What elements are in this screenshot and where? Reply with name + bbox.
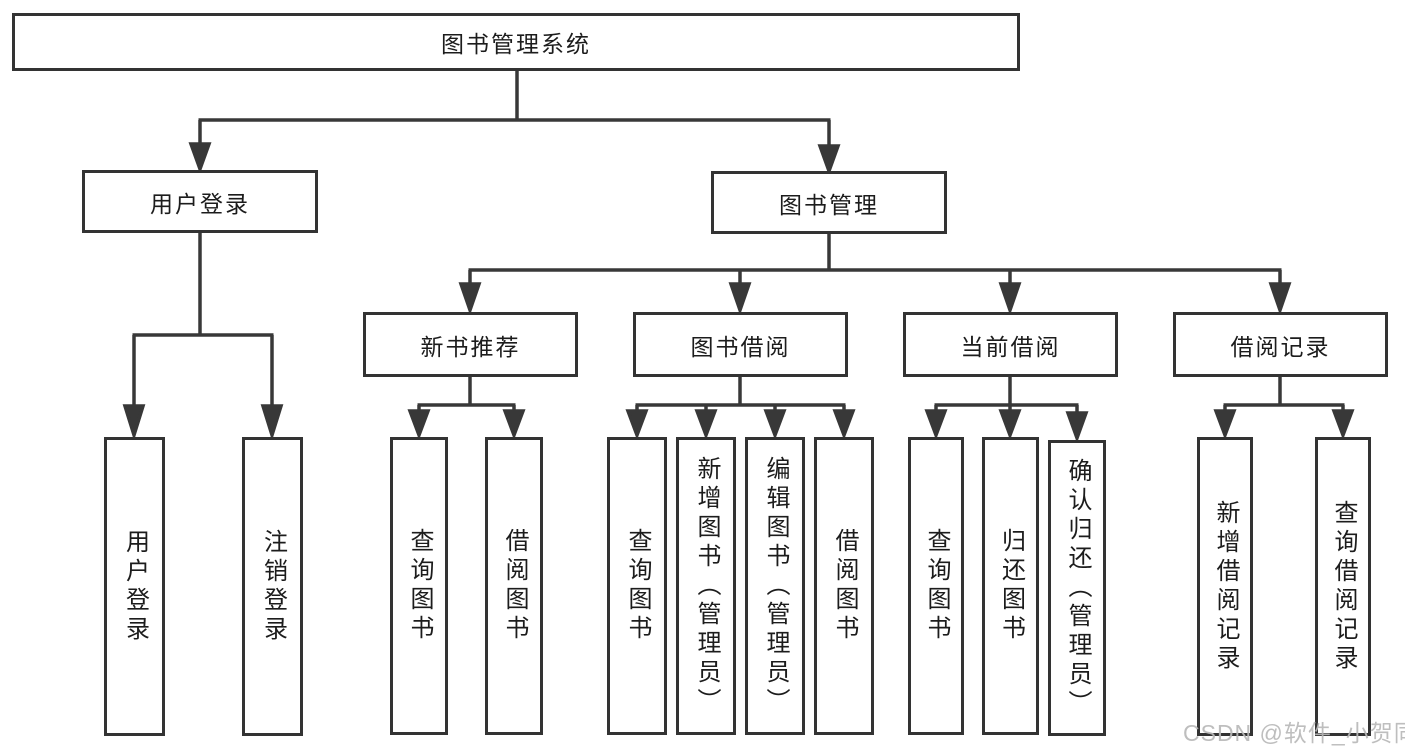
- leaf-query-book-current: 查询图书: [908, 437, 964, 735]
- node-book-management-module: 图书管理: [711, 171, 947, 234]
- leaf-logout: 注销登录: [242, 437, 303, 736]
- leaf-confirm-return-admin: 确认归还（管理员）: [1048, 440, 1106, 736]
- leaf-edit-book-admin: 编辑图书（管理员）: [745, 437, 805, 735]
- leaf-add-borrow-record: 新增借阅记录: [1197, 437, 1253, 736]
- node-book-borrow: 图书借阅: [633, 312, 848, 377]
- leaf-user-login: 用户登录: [104, 437, 165, 736]
- leaf-query-book-borrow: 查询图书: [607, 437, 667, 735]
- node-borrow-records: 借阅记录: [1173, 312, 1388, 377]
- csdn-watermark: CSDN @软件_小贺同学: [1183, 720, 1405, 746]
- leaf-query-book-recommend: 查询图书: [390, 437, 448, 735]
- node-new-book-recommend: 新书推荐: [363, 312, 578, 377]
- node-user-login-module: 用户登录: [82, 170, 318, 233]
- root-node: 图书管理系统: [12, 13, 1020, 71]
- leaf-borrow-book-recommend: 借阅图书: [485, 437, 543, 735]
- leaf-borrow-book: 借阅图书: [814, 437, 874, 735]
- leaf-query-borrow-record: 查询借阅记录: [1315, 437, 1371, 736]
- leaf-add-book-admin: 新增图书（管理员）: [676, 437, 736, 735]
- leaf-return-book: 归还图书: [982, 437, 1039, 735]
- node-current-borrow: 当前借阅: [903, 312, 1118, 377]
